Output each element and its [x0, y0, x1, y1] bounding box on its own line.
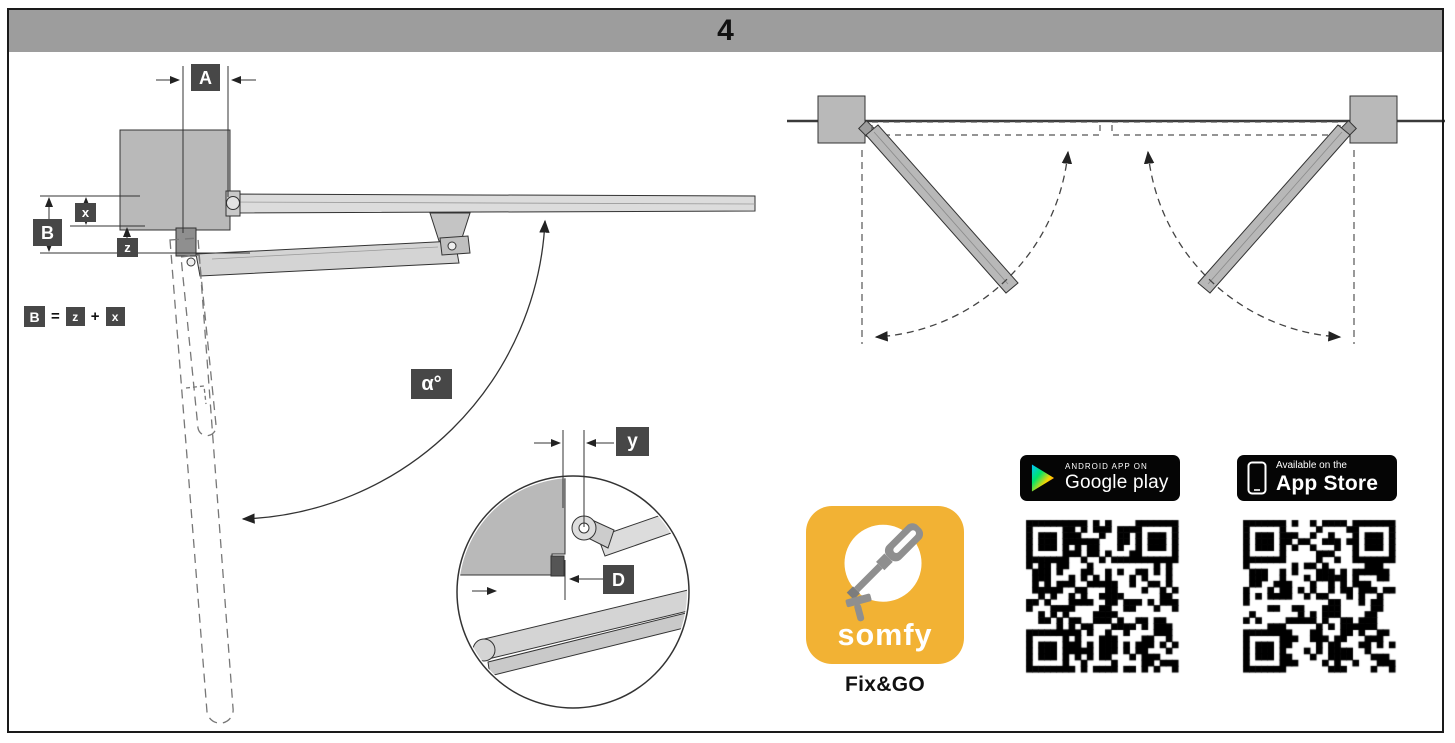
right-post — [1349, 95, 1398, 144]
app-store-name: App Store — [1276, 472, 1379, 495]
hinge-pin — [226, 196, 240, 210]
dimension-a-lines — [156, 66, 256, 233]
formula-x-box: x — [105, 307, 125, 326]
spacer-block-detail — [550, 555, 565, 577]
formula-z-box: z — [65, 307, 85, 326]
app-store-tagline: Available on the — [1276, 460, 1347, 471]
qr-code-google-play — [1020, 514, 1184, 678]
dimension-label-alpha: α° — [411, 369, 452, 399]
top-view-drawing — [787, 95, 1445, 344]
dimension-label-b: B — [33, 219, 62, 246]
step-number: 4 — [717, 14, 734, 47]
alpha-angle-arc — [241, 219, 550, 524]
dimension-label-x: x — [75, 203, 96, 222]
somfy-logo-text: somfy — [837, 618, 932, 652]
dimension-label-y: y — [616, 427, 649, 456]
detail-circle — [456, 430, 690, 709]
step-header: 4 — [9, 10, 1442, 52]
fixgo-icon-art: somfy — [837, 523, 932, 652]
dimension-label-a: A — [191, 64, 220, 91]
dimension-label-z: z — [117, 238, 138, 257]
google-play-name: Google play — [1065, 472, 1169, 493]
formula-b-equals-z-plus-x: B = z + x — [24, 306, 125, 327]
left-post — [817, 95, 866, 144]
screwdriver-icon — [846, 523, 924, 600]
swing-arc-right — [1143, 150, 1342, 342]
app-store-badge: Available on the App Store — [1237, 455, 1397, 501]
smartphone-icon — [1247, 461, 1267, 495]
pillar-corner-detail — [459, 478, 566, 576]
swing-arc-left — [874, 150, 1073, 342]
closed-gates-dashed — [871, 121, 1341, 136]
dimension-yd-lines — [472, 430, 614, 600]
app-product-name: Fix&GO — [845, 673, 925, 696]
dimension-label-d: D — [603, 565, 634, 594]
somfy-fixgo-app-icon: somfy — [806, 506, 964, 664]
google-play-badge: ANDROID APP ON Google play — [1020, 455, 1180, 501]
formula-b-box: B — [24, 306, 45, 327]
motor-rear-bracket — [175, 227, 197, 257]
qr-code-app-store — [1237, 514, 1401, 678]
formula-equals: = — [51, 308, 60, 325]
side-view-drawing — [40, 66, 756, 724]
google-play-icon — [1031, 464, 1055, 492]
formula-plus: + — [90, 308, 100, 325]
google-play-tagline: ANDROID APP ON — [1065, 462, 1148, 471]
gate-leaf — [229, 193, 756, 214]
hammer-icon — [845, 593, 872, 622]
open-gate-dashed — [169, 237, 234, 724]
pillar — [119, 129, 231, 231]
actuator-arm — [186, 235, 471, 277]
